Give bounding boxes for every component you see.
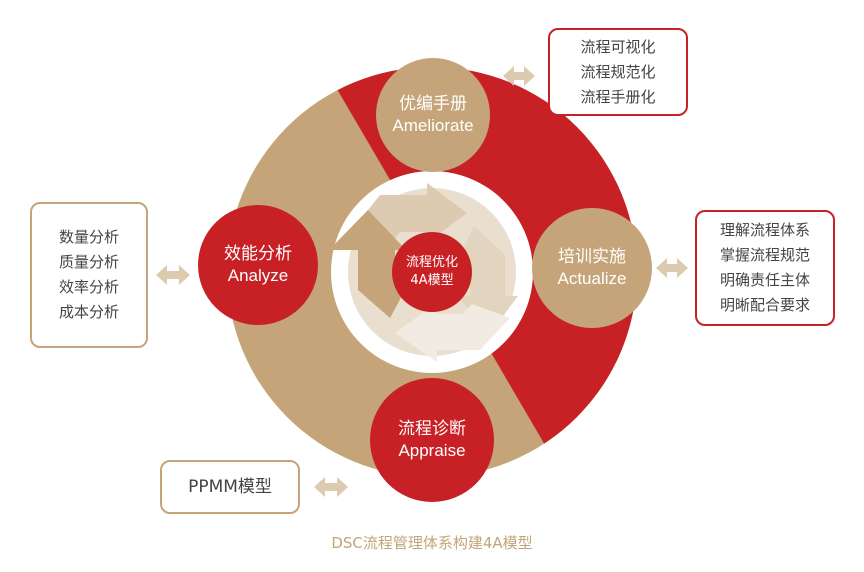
node-analyze: 效能分析 Analyze [198,205,318,325]
node-ameliorate-en: Ameliorate [392,116,474,135]
box-ameliorate: 流程可视化 流程规范化 流程手册化 [548,28,688,116]
box-item: 明晰配合要求 [719,296,810,314]
cycle-arrow-bottom [395,303,510,362]
box-analyze: 数量分析 质量分析 效率分析 成本分析 [30,202,148,348]
box-appraise: PPMM模型 [160,460,300,514]
center-circle: 流程优化 4A模型 [392,232,472,312]
double-arrow-top [503,66,535,86]
box-item: 成本分析 [58,303,119,321]
box-item: PPMM模型 [188,476,272,497]
node-actualize-en: Actualize [557,269,627,288]
diagram-title: DSC流程管理体系构建4A模型 [331,534,533,552]
node-appraise-en: Appraise [398,441,466,460]
box-item: 数量分析 [58,228,119,246]
node-actualize-cn: 培训实施 [558,247,626,267]
cycle-arrow-left [329,210,406,318]
box-item: 流程规范化 [580,62,656,81]
box-item: 明确责任主体 [719,271,810,289]
node-ameliorate-cn: 优编手册 [399,94,467,114]
double-arrow-left [156,265,190,285]
box-item: 掌握流程规范 [719,246,810,264]
node-appraise: 流程诊断 Appraise [370,378,494,502]
box-item: 流程手册化 [580,87,656,106]
node-appraise-cn: 流程诊断 [398,419,466,439]
node-actualize: 培训实施 Actualize [532,208,652,328]
box-item: 流程可视化 [580,37,656,56]
node-analyze-en: Analyze [227,266,289,285]
double-arrow-bottom [314,477,348,497]
center-line1: 流程优化 [405,255,458,270]
box-actualize: 理解流程体系 掌握流程规范 明确责任主体 明晰配合要求 [695,210,835,326]
box-item: 质量分析 [58,253,119,271]
box-item: 效率分析 [58,278,119,296]
center-line2: 4A模型 [410,273,454,288]
node-analyze-cn: 效能分析 [224,244,292,264]
box-item: 理解流程体系 [719,221,810,239]
node-ameliorate: 优编手册 Ameliorate [376,58,490,172]
double-arrow-right [656,258,688,278]
